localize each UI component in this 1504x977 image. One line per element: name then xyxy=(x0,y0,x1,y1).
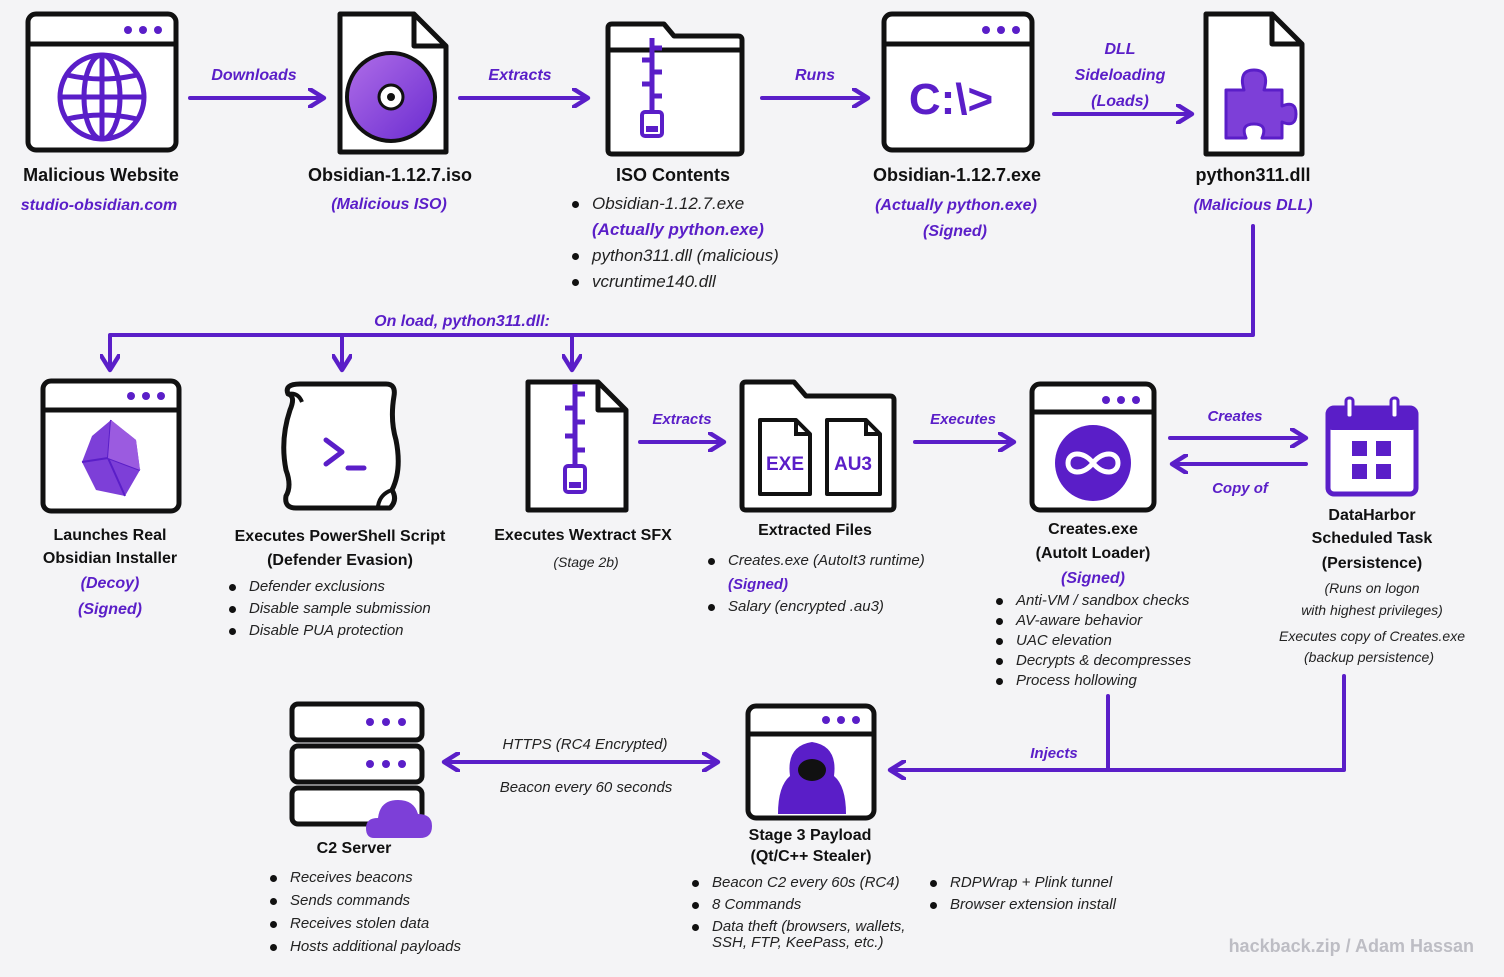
iso-contents-list: Obsidian-1.12.7.exe(Actually python.exe)… xyxy=(570,191,779,295)
list-item: vcruntime140.dll xyxy=(570,269,779,295)
wextract-title: Executes Wextract SFX xyxy=(494,527,672,544)
list-item: Data theft (browsers, wallets, xyxy=(690,916,905,938)
powershell-list: Defender exclusions Disable sample submi… xyxy=(227,576,431,642)
label-downloads: Downloads xyxy=(211,67,297,84)
list-item: Salary (encrypted .au3) xyxy=(706,596,925,618)
dll-title: python311.dll xyxy=(1195,165,1311,185)
calendar-icon xyxy=(1325,396,1419,497)
label-creates: Creates xyxy=(1207,408,1263,425)
list-item: Disable PUA protection xyxy=(227,620,431,642)
globe-browser-icon xyxy=(25,11,179,153)
task-note-4: (backup persistence) xyxy=(1304,649,1434,665)
installer-sub-2: (Signed) xyxy=(78,601,142,618)
task-note-3: Executes copy of Creates.exe xyxy=(1279,628,1465,644)
label-sideload-3: (Loads) xyxy=(1091,93,1149,110)
creates-title-2: (AutoIt Loader) xyxy=(1035,545,1151,562)
label-extracts: Extracts xyxy=(488,67,552,84)
list-item: UAC elevation xyxy=(994,631,1191,651)
label-on-load: On load, python311.dll: xyxy=(374,313,550,330)
task-title-3: (Persistence) xyxy=(1321,555,1423,572)
c2-title: C2 Server xyxy=(316,840,392,857)
task-title-2: Scheduled Task xyxy=(1311,530,1433,547)
puzzle-file-icon xyxy=(1203,11,1305,157)
list-item: Obsidian-1.12.7.exe(Actually python.exe) xyxy=(570,191,779,243)
list-item: Decrypts & decompresses xyxy=(994,651,1191,671)
list-item: Receives beacons xyxy=(268,867,461,889)
creates-sub: (Signed) xyxy=(1061,570,1125,587)
exe-sub-2: (Signed) xyxy=(923,223,987,240)
list-item: RDPWrap + Plink tunnel xyxy=(928,872,1116,894)
list-item: 8 Commands xyxy=(690,894,905,916)
creates-title-1: Creates.exe xyxy=(1048,521,1138,538)
zip-file-icon xyxy=(525,379,629,513)
list-item: Receives stolen data xyxy=(268,913,461,935)
disc-file-icon xyxy=(337,11,449,155)
obsidian-gem-icon xyxy=(40,378,182,514)
list-item: Disable sample submission xyxy=(227,598,431,620)
autoit-infinity-icon xyxy=(1029,381,1157,513)
label-executes: Executes xyxy=(930,411,996,428)
installer-sub-1: (Decoy) xyxy=(80,575,140,592)
edge-on-load xyxy=(110,224,1255,368)
label-extracts-2: Extracts xyxy=(652,411,712,428)
website-domain: studio-obsidian.com xyxy=(20,197,178,214)
list-item: Browser extension install xyxy=(928,894,1116,916)
label-sideload-2: Sideloading xyxy=(1074,67,1166,84)
installer-title-2: Obsidian Installer xyxy=(42,550,178,567)
list-item: Beacon C2 every 60s (RC4) xyxy=(690,872,905,894)
wextract-sub: (Stage 2b) xyxy=(553,554,619,570)
payload-title-1: Stage 3 Payload xyxy=(748,827,872,844)
edges xyxy=(110,98,1346,770)
c2-list: Receives beacons Sends commands Receives… xyxy=(268,867,461,958)
label-beacon: Beacon every 60 seconds xyxy=(499,779,673,796)
list-item: Anti-VM / sandbox checks xyxy=(994,591,1191,611)
payload-list-right: RDPWrap + Plink tunnel Browser extension… xyxy=(928,872,1116,916)
payload-title-2: (Qt/C++ Stealer) xyxy=(750,848,872,865)
website-title: Malicious Website xyxy=(23,165,179,185)
list-item: Sends commands xyxy=(268,890,461,912)
label-sideload-1: DLL xyxy=(1104,41,1136,58)
extracted-list: Creates.exe (AutoIt3 runtime)(Signed) Sa… xyxy=(706,550,925,618)
powershell-title-2: (Defender Evasion) xyxy=(267,552,413,569)
dll-sub: (Malicious DLL) xyxy=(1193,197,1313,214)
list-item: Defender exclusions xyxy=(227,576,431,598)
list-item: Hosts additional payloads xyxy=(268,936,461,958)
exe-sub-1: (Actually python.exe) xyxy=(875,197,1037,214)
hooded-hacker-icon xyxy=(745,703,877,821)
creates-list: Anti-VM / sandbox checks AV-aware behavi… xyxy=(994,591,1191,691)
iso-contents-title: ISO Contents xyxy=(615,165,731,185)
edge-injects xyxy=(892,674,1346,770)
exe-title: Obsidian-1.12.7.exe xyxy=(872,165,1042,185)
payload-list-left-continuation: SSH, FTP, KeePass, etc.) xyxy=(712,934,884,951)
iso-sub: (Malicious ISO) xyxy=(331,196,447,213)
list-item: Creates.exe (AutoIt3 runtime)(Signed) xyxy=(706,550,925,596)
terminal-glyph: C:\> xyxy=(909,75,993,124)
list-item: python311.dll (malicious) xyxy=(570,243,779,269)
author-credit: hackback.zip / Adam Hassan xyxy=(1228,936,1474,956)
list-item: AV-aware behavior xyxy=(994,611,1191,631)
zip-folder-icon xyxy=(605,21,745,157)
label-runs: Runs xyxy=(795,67,835,84)
extracted-title: Extracted Files xyxy=(758,522,872,539)
task-title-1: DataHarbor xyxy=(1328,507,1416,524)
exe-tag: EXE xyxy=(766,454,804,475)
task-note-2: with highest privileges) xyxy=(1301,602,1443,618)
label-copy-of: Copy of xyxy=(1212,480,1268,497)
terminal-prompt-icon: C:\> xyxy=(881,11,1035,153)
server-cloud-icon xyxy=(289,701,432,838)
task-note-1: (Runs on logon xyxy=(1324,580,1420,596)
label-injects: Injects xyxy=(1030,745,1078,762)
list-item: Process hollowing xyxy=(994,671,1191,691)
installer-title-1: Launches Real xyxy=(53,527,167,544)
label-https: HTTPS (RC4 Encrypted) xyxy=(502,736,668,753)
au3-tag: AU3 xyxy=(834,454,872,475)
powershell-scroll-icon xyxy=(281,381,401,511)
files-folder-icon: EXE AU3 xyxy=(739,379,897,513)
powershell-title-1: Executes PowerShell Script xyxy=(234,528,446,545)
payload-list-left: Beacon C2 every 60s (RC4) 8 Commands Dat… xyxy=(690,872,905,938)
iso-title: Obsidian-1.12.7.iso xyxy=(307,165,473,185)
